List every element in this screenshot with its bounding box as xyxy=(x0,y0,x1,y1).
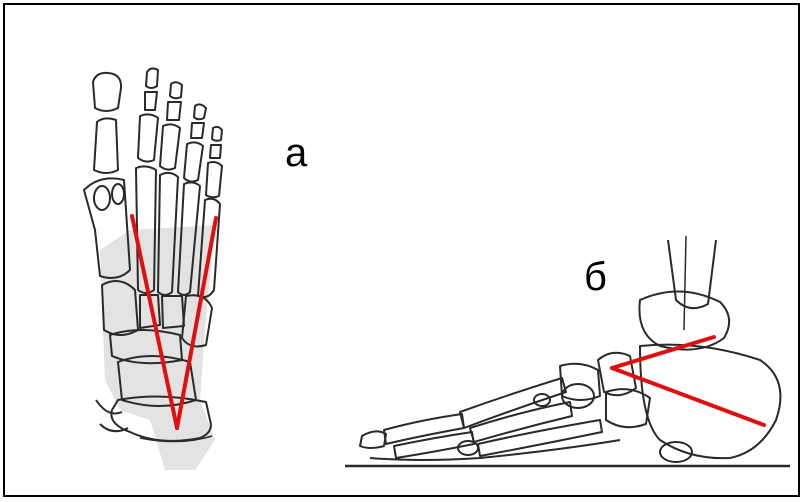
sesamoid-side xyxy=(458,441,478,455)
panel-label-a: а xyxy=(285,133,307,173)
calcaneus-lateral xyxy=(640,345,780,459)
toe5-proximal xyxy=(206,162,222,197)
cuneiform-detail xyxy=(562,384,594,408)
angle-line-lower xyxy=(612,368,764,425)
vertical-axis-line xyxy=(684,236,686,330)
toe5-distal xyxy=(212,127,222,141)
foot-dorsal-view xyxy=(84,68,222,470)
toe4-proximal xyxy=(184,142,203,181)
foot-lateral-view xyxy=(345,236,790,466)
toe3-middle xyxy=(167,102,181,120)
hallux-proximal-phalanx xyxy=(94,118,118,173)
sesamoid-medial xyxy=(94,186,110,210)
dorsal-shadow xyxy=(100,225,215,470)
angle-line-upper xyxy=(612,337,714,368)
toe5-middle xyxy=(210,145,221,158)
toe2-proximal xyxy=(138,114,158,161)
toe4-distal xyxy=(194,104,206,119)
toe2-middle xyxy=(145,92,157,110)
toe3-distal xyxy=(170,82,182,98)
toe3-proximal xyxy=(160,124,180,169)
sesamoid-lateral xyxy=(112,184,124,204)
toe4-middle xyxy=(191,123,204,138)
panel-label-b: б xyxy=(584,257,607,297)
toe-tip xyxy=(360,431,386,448)
toe2-distal xyxy=(146,68,158,88)
hallux-distal-phalanx xyxy=(93,73,121,111)
